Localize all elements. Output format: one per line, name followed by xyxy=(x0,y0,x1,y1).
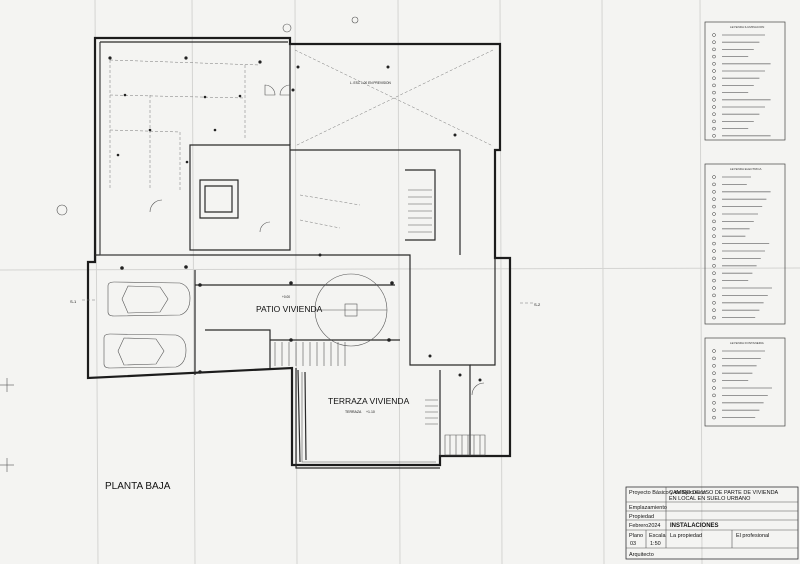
legend-symbol-icon xyxy=(712,40,716,44)
legend-symbol-icon xyxy=(712,219,716,224)
escala-value: 1:50 xyxy=(650,541,661,547)
door-swings xyxy=(149,84,485,396)
propiedad-label: Propiedad xyxy=(629,514,654,520)
legend-electrica-title: LEYENDA ELECTRICA xyxy=(730,167,762,171)
legend-symbol-icon xyxy=(712,197,716,201)
legend-symbol-icon xyxy=(712,393,716,398)
car-icon xyxy=(107,281,191,317)
patio-fountain xyxy=(314,273,388,347)
profesional-sign: El profesional xyxy=(736,533,769,539)
building-walls xyxy=(86,36,512,467)
legend-symbol-icon xyxy=(712,315,716,320)
section-left-label: S-1 xyxy=(70,299,77,304)
legend-symbol-icon xyxy=(712,293,716,298)
legend-symbol-icon xyxy=(712,47,716,52)
legend-fontaneria-title: LEYENDA FONTANERIA xyxy=(730,341,764,345)
plano-label: Plano xyxy=(629,533,643,539)
legend-symbol-icon xyxy=(712,212,716,216)
salon-area xyxy=(294,49,494,147)
legend-symbol-icon xyxy=(712,256,716,261)
legend-symbol-icon xyxy=(712,401,716,405)
legend-symbol-icon xyxy=(712,54,716,59)
arquitecto-label: Arquitecto xyxy=(629,552,654,558)
propiedad-sign: La propiedad xyxy=(670,533,702,539)
legend-symbol-icon xyxy=(712,278,716,283)
legend-symbol-icon xyxy=(712,308,716,312)
legend-symbol-icon xyxy=(712,83,716,88)
terraza-label: TERRAZA VIVIENDA xyxy=(328,396,410,406)
title-block: Proyecto Básico y de Ejecución CAMBIO DE… xyxy=(625,486,799,560)
legend-symbol-icon xyxy=(712,408,716,412)
legend-symbol-icon xyxy=(712,190,716,194)
legend-symbol-icon xyxy=(712,386,716,390)
legend-symbol-icon xyxy=(712,134,716,138)
legend-symbol-icon xyxy=(712,271,716,275)
legend-symbol-icon xyxy=(712,175,716,179)
legend-symbol-icon xyxy=(712,234,716,238)
legend-symbol-icon xyxy=(712,349,716,353)
legend-symbol-icon xyxy=(712,371,716,375)
electrical-wiring xyxy=(109,59,361,229)
terraza-level-value: +1.10 xyxy=(366,410,375,414)
legend-symbol-icon xyxy=(712,90,716,95)
car-icon xyxy=(103,333,187,369)
section-right-label: S-2 xyxy=(534,302,541,307)
electrical-symbols xyxy=(108,56,482,382)
legend-rows xyxy=(712,33,772,420)
drawing-date: Febrero2024 xyxy=(629,523,661,529)
salon-label: L. ESC 1.00 EN PREVISION xyxy=(350,81,391,85)
section-markers xyxy=(56,16,534,304)
legend-fontaneria: LEYENDA FONTANERIA xyxy=(704,337,786,427)
patio-label: PATIO VIVIENDA xyxy=(256,304,323,314)
legend-iluminacion: LEYENDA ILUMINACION xyxy=(704,21,786,141)
project-desc-line2: EN LOCAL EN SUELO URBANO xyxy=(669,496,751,502)
terraza-area xyxy=(295,368,440,469)
legend-symbol-icon xyxy=(712,33,716,37)
legend-symbol-icon xyxy=(712,182,716,187)
legend-symbol-icon xyxy=(712,76,716,80)
legend-symbol-icon xyxy=(712,126,716,131)
legend-symbol-icon xyxy=(712,264,716,268)
legend-symbol-icon xyxy=(712,356,716,361)
legend-symbol-icon xyxy=(712,286,716,290)
legend-symbol-icon xyxy=(712,364,716,368)
legend-symbol-icon xyxy=(712,249,716,253)
patio-level: +0.00 xyxy=(282,295,290,299)
legend-iluminacion-title: LEYENDA ILUMINACION xyxy=(730,25,764,29)
legend-symbol-icon xyxy=(712,69,716,73)
legend-symbol-icon xyxy=(712,105,716,109)
project-desc-line1: CAMBIO DE USO DE PARTE DE VIVIENDA xyxy=(669,490,779,496)
legend-symbol-icon xyxy=(712,227,716,231)
terraza-level-label: TERRAZA xyxy=(345,410,362,414)
escala-label: Escala xyxy=(649,533,666,539)
legend-symbol-icon xyxy=(712,98,716,102)
plano-value: 03 xyxy=(630,541,636,547)
emplazamiento-label: Emplazamiento xyxy=(629,505,667,511)
legend-symbol-icon xyxy=(712,112,716,116)
stairs xyxy=(274,189,486,456)
drawing-title: INSTALACIONES xyxy=(670,523,719,529)
legend-electrica: LEYENDA ELECTRICA xyxy=(704,163,786,325)
legend-symbol-icon xyxy=(712,415,716,420)
project-label: Proyecto Básico y de Ejecución xyxy=(629,490,706,496)
legend-symbol-icon xyxy=(712,62,716,66)
legend-symbol-icon xyxy=(712,119,716,124)
sheet-title: PLANTA BAJA xyxy=(105,481,171,492)
legend-symbol-icon xyxy=(712,204,716,209)
margin-marks xyxy=(0,378,14,472)
legend-symbol-icon xyxy=(712,378,716,383)
legend-symbol-icon xyxy=(712,241,716,246)
legend-symbol-icon xyxy=(712,301,716,305)
